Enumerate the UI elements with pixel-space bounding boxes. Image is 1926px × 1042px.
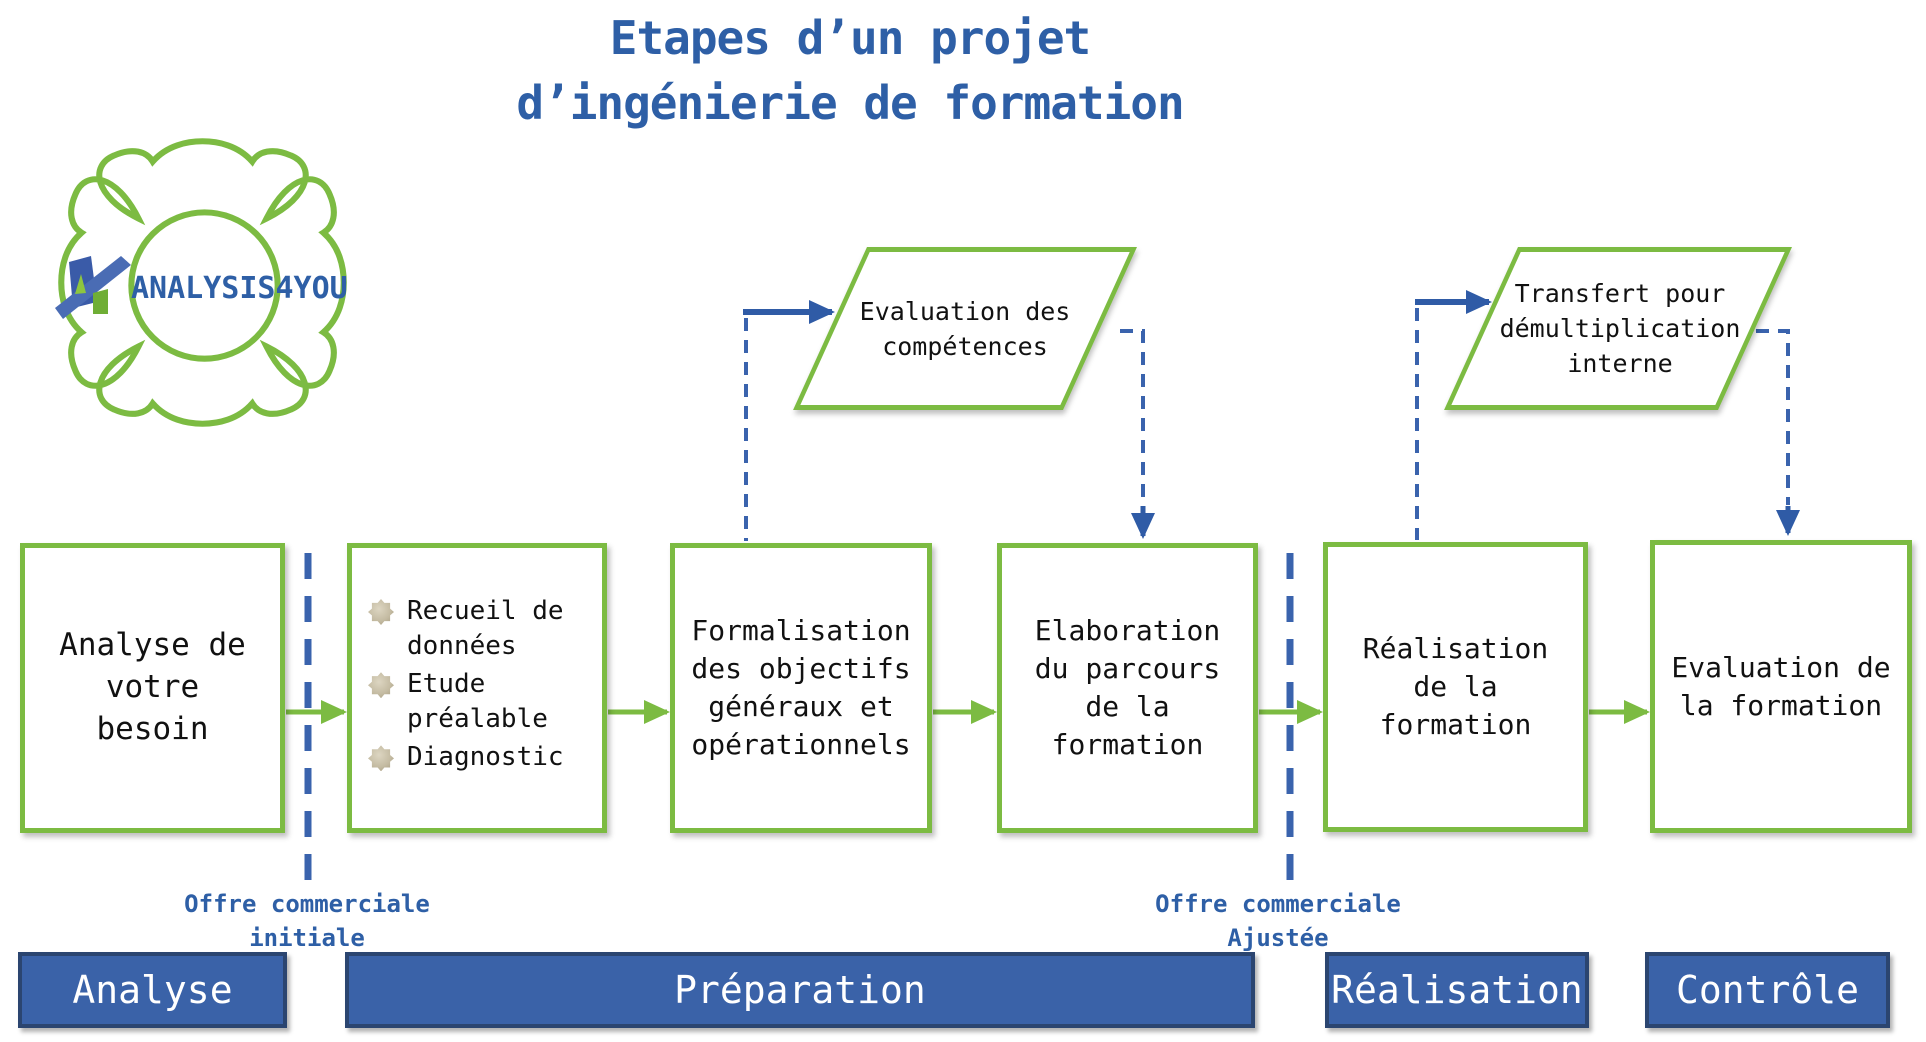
list-item: Diagnostic xyxy=(368,740,594,775)
star-bullet-icon xyxy=(368,672,394,699)
title-line-1: Etapes d’un projet xyxy=(609,11,1092,65)
bullet-label: Recueil de données xyxy=(407,596,564,662)
label-offre-commerciale-ajustee: Offre commerciale Ajustée xyxy=(1155,890,1401,952)
list-item: Etude préalable xyxy=(368,667,594,737)
maltese-flower-icon xyxy=(58,138,347,427)
dashed-link-callout1-down xyxy=(1120,329,1145,505)
bullet-label: Diagnostic xyxy=(407,742,564,773)
bullet-label: Etude préalable xyxy=(407,669,548,735)
title-line-2: d’ingénierie de formation xyxy=(516,76,1184,131)
dashed-link-callout2-down xyxy=(1756,329,1790,505)
analysis4you-logo: ANALYSIS4YOU xyxy=(45,125,360,440)
page-title: Etapes d’un projet d’ingénierie de forma… xyxy=(330,6,1370,137)
phase-bar-analyse: Analyse xyxy=(18,952,287,1028)
box-analyse-besoin: Analyse de votre besoin xyxy=(20,543,285,833)
letter-a-icon xyxy=(55,256,131,319)
callout-transfert-text: Transfert pour démultiplication interne xyxy=(1499,279,1741,378)
box-evaluation-formation: Evaluation de la formation xyxy=(1650,540,1912,833)
box-elaboration-parcours: Elaboration du parcours de la formation xyxy=(997,543,1258,833)
phase-bar-preparation: Préparation xyxy=(345,952,1255,1028)
box-realisation-formation: Réalisation de la formation xyxy=(1323,542,1588,832)
star-bullet-icon xyxy=(368,599,394,625)
box-activites-preparatoires: Recueil de données Etude préalable Diagn… xyxy=(347,543,607,833)
phase-bar-controle: Contrôle xyxy=(1645,952,1890,1028)
callout-evaluation-competences-text: Evaluation des compétences xyxy=(859,296,1071,361)
list-item: Recueil de données xyxy=(368,594,594,664)
phase-bar-realisation: Réalisation xyxy=(1325,952,1589,1028)
label-offre-commerciale-initiale: Offre commerciale initiale xyxy=(184,890,430,952)
logo-text: ANALYSIS4YOU xyxy=(131,271,348,306)
bullet-list: Recueil de données Etude préalable Diagn… xyxy=(352,548,602,775)
star-bullet-icon xyxy=(368,745,394,772)
box-formalisation-objectifs: Formalisation des objectifs généraux et … xyxy=(670,543,932,833)
